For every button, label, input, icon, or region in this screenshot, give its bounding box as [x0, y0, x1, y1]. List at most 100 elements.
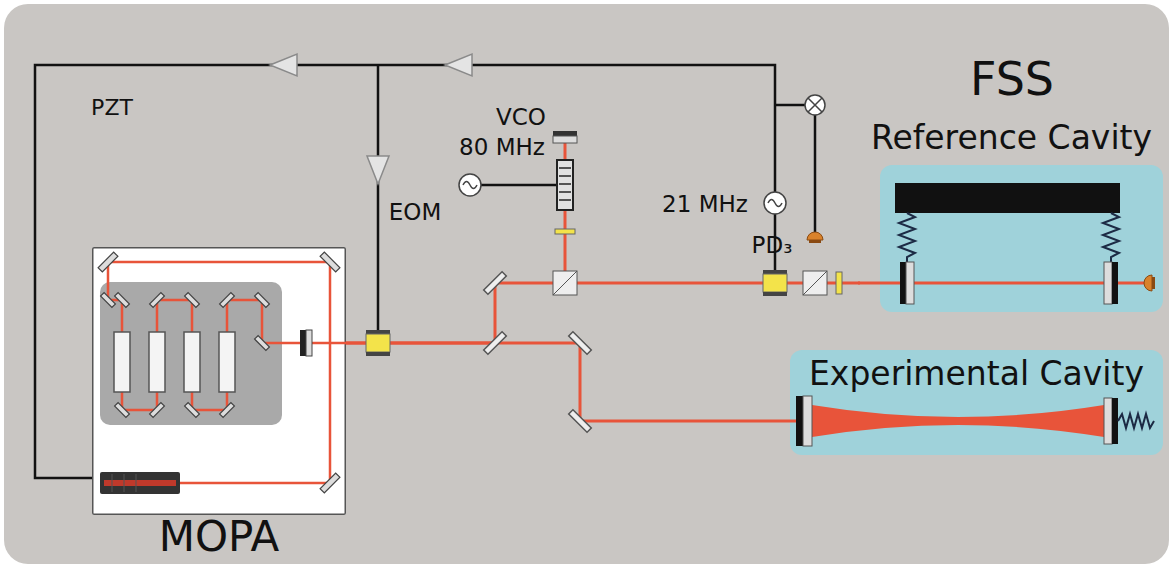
mopa-laser-art-part	[100, 472, 180, 494]
reference-cavity-art-part	[895, 183, 1120, 213]
mopa-laser-art-part	[300, 330, 306, 356]
control-wire-part	[481, 184, 557, 187]
reference-cavity-art-part	[1104, 262, 1112, 304]
amplifier-symbol-part	[367, 156, 389, 184]
aom-assembly-part	[557, 160, 573, 210]
signal-label: PD₃	[752, 232, 793, 260]
aom-assembly-part	[553, 271, 577, 295]
mopa-laser-art-part-part	[185, 293, 200, 308]
eom-crystal-part	[366, 330, 390, 334]
pdh-optics-part	[803, 271, 827, 295]
reference-cavity-art-part	[1112, 262, 1118, 304]
eom-crystal-part	[763, 270, 787, 274]
eom-crystal-part	[763, 274, 787, 292]
mixer-symbol-part	[808, 98, 822, 112]
control-wire-part	[775, 104, 805, 107]
mirror	[484, 272, 592, 433]
experimental-cavity-art-part	[1112, 398, 1118, 444]
amplifier-symbol-part	[445, 54, 472, 76]
experimental-cavity-art-part	[812, 405, 1104, 437]
mopa-laser-art-part	[112, 474, 136, 492]
oscillator-symbol-part	[459, 174, 481, 196]
mopa-laser-art-part	[306, 330, 312, 356]
label-holder: 21 MHz	[662, 191, 748, 219]
signal-label: 21 MHz	[662, 191, 748, 219]
label-holder: PZT	[91, 95, 133, 121]
aom-assembly-part	[553, 136, 577, 143]
mopa-laser: MOPA	[92, 247, 346, 559]
pdh-optics-part	[809, 240, 821, 243]
mopa-laser-art-part-part	[220, 293, 235, 308]
mopa-laser-art-part-part	[115, 403, 130, 418]
eom-crystal-part	[366, 352, 390, 356]
mopa-laser-art-part-part	[320, 473, 340, 493]
reference-cavity-art	[880, 165, 1163, 312]
reference-cavity-art-part	[900, 262, 906, 304]
oscillator-symbol-part	[764, 192, 786, 214]
signal-label: PZT	[91, 95, 133, 121]
amplifier-symbol	[270, 54, 472, 184]
experimental-cavity: Experimental Cavity	[790, 350, 1163, 455]
mirror-part	[484, 272, 507, 295]
amplifier-symbol-part	[270, 54, 297, 76]
mopa-laser-art-part-part	[184, 332, 200, 392]
cavity-heading: Experimental Cavity	[809, 354, 1144, 394]
mopa-laser-art-part-part	[150, 293, 165, 308]
label-holder: EOM	[389, 199, 441, 227]
laser-heading: MOPA	[159, 515, 280, 559]
mirror-part	[484, 332, 507, 355]
mopa-laser-art-part	[108, 262, 346, 483]
panel-heading: FSS	[970, 52, 1054, 106]
experimental-cavity-art-part	[803, 396, 812, 446]
mixer-symbol-part	[805, 95, 825, 115]
experimental-cavity-art-part	[1118, 414, 1154, 428]
signal-label: VCO	[496, 104, 546, 132]
label-holder: VCO	[496, 104, 546, 132]
mopa-laser-art-part	[104, 480, 176, 486]
laser-beam-part	[858, 282, 882, 285]
mirror-part	[569, 332, 592, 355]
reference-cavity-art-part	[906, 262, 914, 304]
control-wire-part	[377, 65, 380, 330]
mopa-laser-art-part	[114, 332, 235, 392]
eom-crystal-part	[366, 334, 390, 352]
mopa-laser-art-part-part	[150, 403, 165, 418]
oscillator-symbol-part	[463, 182, 477, 189]
mixer-symbol	[805, 95, 825, 115]
aom-assembly-part	[555, 229, 575, 234]
aom-assembly	[553, 131, 577, 295]
laser-beam	[346, 343, 790, 421]
signal-label: 80 MHz	[459, 134, 545, 162]
laser-beam	[346, 283, 860, 343]
reference-cavity-art-part	[899, 213, 915, 262]
mopa-laser-art	[92, 247, 346, 515]
reference-cavity-outline	[880, 165, 1163, 312]
signal-label: EOM	[389, 199, 441, 227]
reference-cavity-art-part	[1144, 275, 1152, 291]
experimental-cavity-art-part	[796, 396, 803, 446]
mopa-laser-art-part-part	[320, 252, 340, 272]
aom-assembly-part	[553, 271, 577, 295]
experimental-cavity-art-part	[1104, 398, 1112, 444]
reference-cavity-art-part	[1152, 277, 1155, 289]
control-wire-part	[814, 115, 817, 232]
label-holder: 80 MHz	[459, 134, 545, 162]
pdh-optics	[803, 232, 842, 295]
eom-crystal	[366, 270, 787, 356]
pdh-optics-part	[836, 272, 842, 294]
mopa-laser-art-part-part	[114, 332, 130, 392]
aom-assembly-part	[553, 131, 577, 136]
mopa-laser-art-part-part	[255, 336, 270, 351]
mopa-laser-art-part-part	[98, 252, 118, 272]
control-wire	[35, 65, 815, 478]
mopa-laser-art-part-part	[220, 403, 235, 418]
eom-crystal-part	[763, 292, 787, 296]
reference-cavity-art-part	[1103, 213, 1119, 262]
mopa-laser-art-part-part	[115, 293, 130, 308]
mopa-laser-art-part-part	[101, 293, 116, 308]
oscillator-symbol-part	[768, 200, 782, 207]
mirror-part	[569, 410, 592, 433]
aom-assembly-part	[559, 168, 571, 200]
mopa-laser-art-part-part	[255, 293, 270, 308]
